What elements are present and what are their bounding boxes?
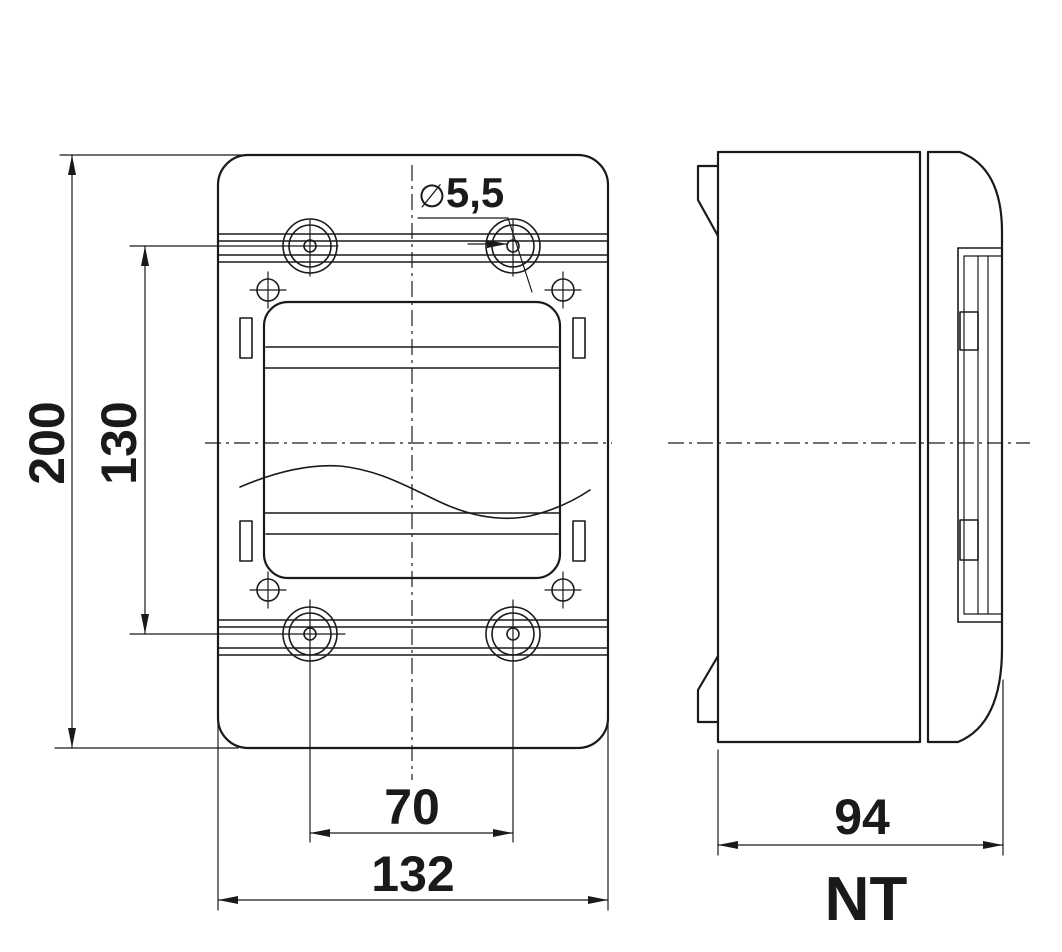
dimension-width-mounting: 70 — [384, 779, 440, 835]
dimension-height-overall: 200 — [19, 401, 75, 484]
side-view — [668, 150, 1030, 744]
callout-leader — [507, 217, 533, 293]
housing-outline — [216, 153, 610, 750]
side-latch-top — [959, 311, 979, 351]
front-view: ∅5,5 — [205, 153, 612, 780]
slot-top-left — [239, 317, 253, 359]
target-mark-top-right — [544, 271, 582, 309]
break-line — [239, 464, 591, 520]
dimension-width-overall: 132 — [371, 846, 454, 902]
front-dimensions: 200 130 70 132 — [19, 154, 609, 911]
breaker-window — [239, 300, 591, 580]
model-label: NT — [825, 865, 908, 934]
side-dimensions: 94 NT — [717, 679, 1004, 934]
top-mounting-clip — [696, 164, 720, 238]
target-mark-bottom-left — [249, 571, 287, 609]
bottom-rail — [217, 619, 609, 656]
diameter-value: 5,5 — [446, 169, 504, 216]
bottom-mounting-clip — [696, 654, 720, 724]
diameter-symbol: ∅ — [418, 177, 446, 215]
target-mark-bottom-right — [544, 571, 582, 609]
mounting-hole-top-left — [282, 218, 338, 277]
side-latch-bottom — [959, 519, 979, 561]
slot-bottom-right — [572, 520, 586, 562]
side-body-outline — [716, 150, 922, 744]
slot-top-right — [572, 317, 586, 359]
hole-diameter-label: ∅5,5 — [418, 169, 504, 216]
side-cover-outline — [926, 150, 1004, 744]
hole-diameter-callout: ∅5,5 — [417, 169, 533, 293]
top-rail — [217, 233, 609, 263]
dimension-depth-overall: 94 — [834, 789, 890, 845]
mounting-hole-top-right — [485, 218, 541, 277]
slot-bottom-left — [239, 520, 253, 562]
dimension-height-mounting: 130 — [91, 401, 147, 484]
target-mark-top-left — [249, 271, 287, 309]
side-rail-detail — [957, 247, 1003, 623]
